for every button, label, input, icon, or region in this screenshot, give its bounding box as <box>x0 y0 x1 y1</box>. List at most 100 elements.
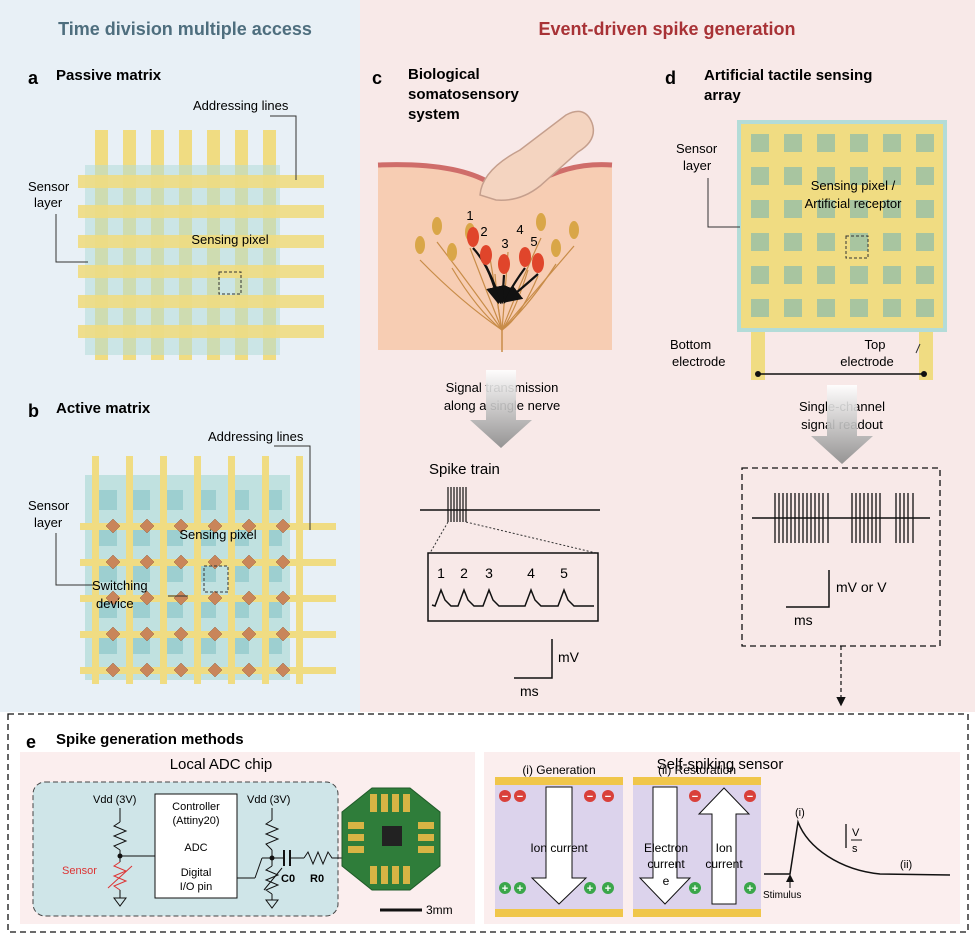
d-sensor-pad <box>850 134 868 152</box>
active-address-row <box>80 667 336 674</box>
switching-device <box>139 626 155 642</box>
gen-label: (i) Generation <box>522 763 595 777</box>
switching-label-1: Switching <box>92 578 148 593</box>
d-sensor-pad <box>883 299 901 317</box>
rest-top-electrode <box>633 777 761 785</box>
rest-cation <box>744 882 756 894</box>
passive-address-row <box>78 175 324 188</box>
active-pad <box>163 598 183 618</box>
nerve-fiber <box>451 267 503 331</box>
pot-arrow <box>263 867 283 891</box>
panel-e-letter: e <box>26 732 36 752</box>
d-sensor-pad <box>916 167 934 185</box>
electron-label-1: Electron <box>644 841 688 855</box>
passive-pixel-label: Sensing pixel <box>191 232 268 247</box>
sensor-label: Sensor <box>62 865 97 877</box>
panel-d: d Artificial tactile sensing array Sensi… <box>665 67 947 707</box>
panel-d-title-1: Artificial tactile sensing <box>704 67 872 84</box>
switching-device <box>139 518 155 534</box>
switching-device <box>139 590 155 606</box>
gen-cation-sign: + <box>605 883 611 895</box>
gen-anion <box>602 790 614 802</box>
switching-device <box>105 590 121 606</box>
gen-cation <box>584 882 596 894</box>
passive-addressing-label: Addressing lines <box>193 98 289 113</box>
signal-arrow <box>503 273 539 303</box>
ground-2 <box>265 899 279 909</box>
electron-label-2: current <box>647 857 685 871</box>
rest-bottom-electrode <box>633 909 761 917</box>
receptor-label: 1 <box>466 208 473 223</box>
switching-device <box>173 626 189 642</box>
active-address-column <box>194 456 201 684</box>
switching-device <box>275 590 291 606</box>
gen-anion-sign: − <box>502 791 508 803</box>
receptor-active <box>467 227 479 247</box>
nerve-fiber <box>419 259 503 331</box>
vdd-2: Vdd (3V) <box>247 794 290 806</box>
switching-device <box>241 662 257 678</box>
active-sensor-label-2: layer <box>34 515 63 530</box>
receptor-passive <box>415 236 425 254</box>
gen-cation <box>499 882 511 894</box>
c-scale-bar <box>514 639 553 679</box>
switch-wire <box>254 857 263 879</box>
d-sensor-pad <box>850 167 868 185</box>
d-scale-y: mV or V <box>836 579 887 595</box>
receptor-active <box>519 247 531 267</box>
electron-arrow <box>638 786 692 905</box>
panel-a-letter: a <box>28 68 39 88</box>
vdd-1: Vdd (3V) <box>93 794 136 806</box>
d-sensor-pad <box>751 134 769 152</box>
d-sensor-pad <box>883 167 901 185</box>
rest-ion-label-1: Ion <box>716 841 733 855</box>
tail-ii-label: (ii) <box>900 859 912 871</box>
pcb-pads <box>348 794 434 884</box>
d-top-label-1: Top <box>865 337 886 352</box>
panel-a: a Passive matrix Sensing pixel Addressin… <box>28 67 324 360</box>
d-top-leader <box>915 343 921 354</box>
c-peak-label: 2 <box>460 565 468 581</box>
rest-label: (ii) Restoration <box>658 763 736 777</box>
rest-anion <box>744 790 756 802</box>
d-sensor-pad <box>751 266 769 284</box>
gen-anion-sign: − <box>587 791 593 803</box>
c-zoomed-waveform <box>431 587 594 607</box>
receptor-passive <box>432 217 442 235</box>
d-sensor-pad <box>916 134 934 152</box>
switching-device <box>139 662 155 678</box>
switching-device <box>105 554 121 570</box>
active-pad <box>163 526 183 546</box>
receptor-passive <box>569 221 579 239</box>
active-address-row <box>80 595 336 602</box>
passive-address-row <box>78 325 324 338</box>
nerve-fiber <box>501 269 529 331</box>
active-address-column <box>126 456 133 684</box>
panel-b-title: Active matrix <box>56 400 151 417</box>
receptor-passive <box>551 239 561 257</box>
d-sensor-pad <box>817 167 835 185</box>
adc-label: ADC <box>184 842 207 854</box>
d-sensor-pad <box>784 266 802 284</box>
d-sensor-pad <box>784 200 802 218</box>
self-spike-waveform <box>764 819 951 876</box>
receptor-label: 4 <box>516 222 523 237</box>
panel-e: e Spike generation methods Local ADC chi… <box>7 713 969 933</box>
panel-d-letter: d <box>665 68 676 88</box>
d-sensor-pad <box>850 200 868 218</box>
d-sensor-pad <box>883 266 901 284</box>
d-down-arrow <box>811 385 873 464</box>
active-pad <box>163 634 183 654</box>
nerve-fiber <box>501 237 542 331</box>
passive-address-row <box>78 265 324 278</box>
d-sensor-pad <box>850 266 868 284</box>
pcb-pad-right <box>418 822 434 829</box>
panel-c-title-2: somatosensory <box>408 86 520 103</box>
pcb-pad-top <box>392 794 399 812</box>
receptor-label: 5 <box>530 234 537 249</box>
active-address-row <box>80 523 336 530</box>
d-sensor-pad <box>784 134 802 152</box>
self-scale-v: V <box>852 827 860 839</box>
nerve-fiber <box>436 241 503 331</box>
d-sensor-pad <box>751 233 769 251</box>
